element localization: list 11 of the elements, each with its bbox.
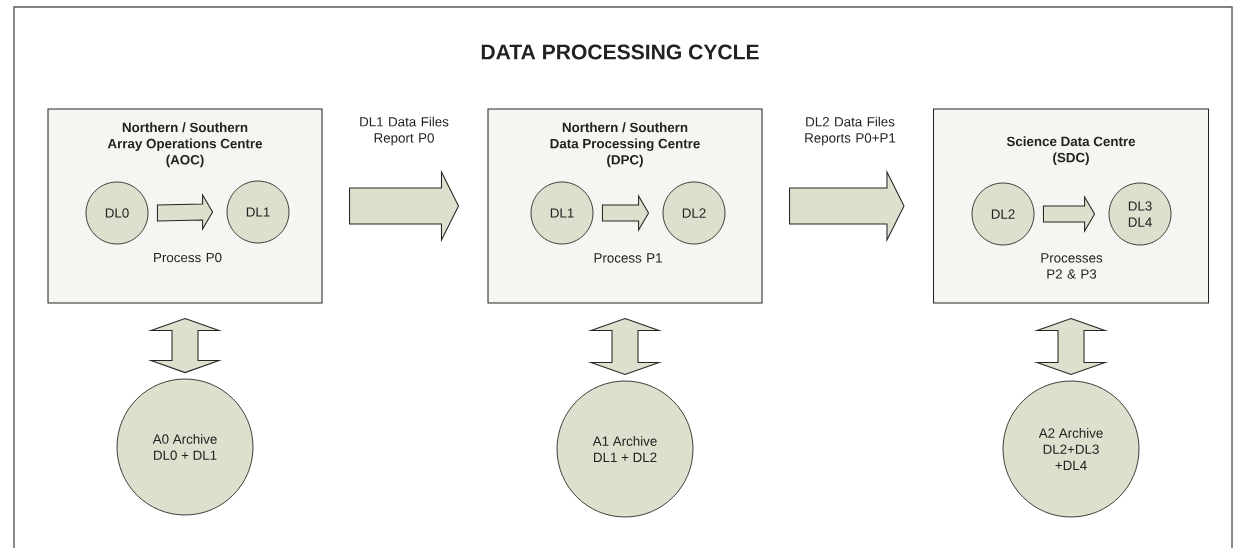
title: DATA PROCESSING CYCLE [481, 44, 759, 60]
block-arrow [156, 193, 214, 231]
block-arrow [789, 169, 905, 243]
edge-label: Process P0 [154, 252, 222, 263]
block-arrow [349, 169, 460, 243]
edge-label: Process P1 [594, 253, 662, 263]
block-arrow [601, 194, 650, 232]
edge-label: DL1 Data Files Report P0 [360, 116, 449, 146]
block-arrow [1042, 195, 1096, 233]
edge-label: Processes P2 & P3 [1041, 253, 1103, 279]
edge-label: DL2 Data Files Reports P0+P1 [805, 116, 896, 146]
